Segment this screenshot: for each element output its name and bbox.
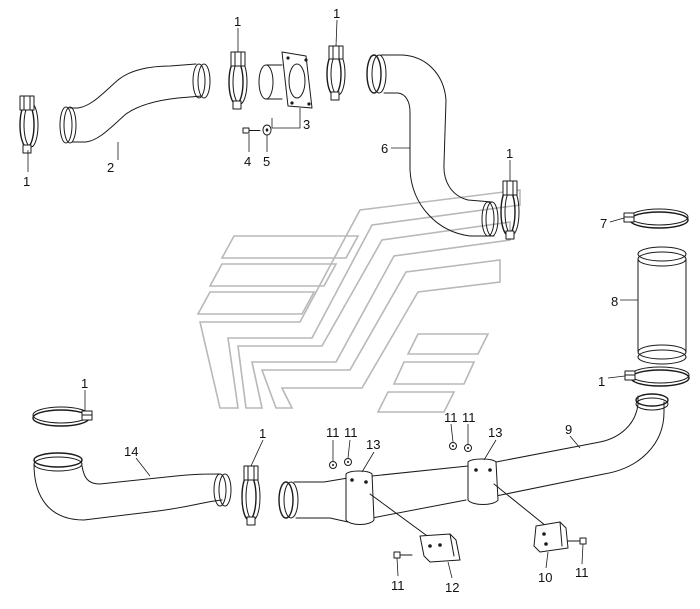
callout-part-5: 5 [263, 154, 270, 169]
callout-part-7: 7 [600, 216, 607, 231]
pipe-part-6 [366, 54, 499, 237]
flange-part-3 [258, 51, 313, 129]
bracket-part-10 [533, 521, 569, 569]
leader-lines [27, 19, 638, 477]
callout-part-11-f: 11 [575, 565, 589, 580]
bracket-part-13-right [467, 458, 547, 527]
callout-part-11-c: 11 [444, 410, 458, 425]
clamp-part-1-left [19, 95, 39, 154]
sleeve-part-8 [637, 246, 687, 365]
callout-part-1-lower-left: 1 [81, 376, 88, 391]
callout-part-4: 4 [244, 154, 251, 169]
pipe-part-9 [278, 393, 669, 523]
bolt-part-11-e [393, 551, 413, 577]
callout-part-13-left: 13 [366, 437, 380, 452]
clamp-part-7 [623, 208, 689, 229]
nut-part-11-d [464, 424, 472, 452]
callout-part-11-a: 11 [326, 425, 340, 440]
nut-part-11-b [344, 439, 352, 466]
nut-part-11-c [449, 423, 457, 450]
callout-part-1-lower-right: 1 [598, 374, 605, 389]
callout-part-12: 12 [445, 580, 459, 595]
pipe-part-2 [59, 63, 211, 144]
bolt-part-4 [242, 127, 261, 152]
callout-part-13-right: 13 [488, 425, 502, 440]
callout-part-2: 2 [107, 160, 114, 175]
callout-part-3: 3 [303, 117, 310, 132]
watermark-logo [196, 189, 521, 413]
clamp-part-1-right [500, 180, 520, 240]
callout-part-11-d: 11 [462, 410, 476, 425]
bracket-part-12 [419, 533, 461, 579]
washer-part-5 [262, 124, 272, 152]
callout-part-8: 8 [611, 294, 618, 309]
callout-part-1-bottom: 1 [259, 426, 266, 441]
callout-part-14: 14 [124, 444, 138, 459]
callout-part-11-e: 11 [391, 578, 405, 593]
callout-part-11-b: 11 [344, 425, 358, 440]
clamp-part-1-lower-left [32, 406, 93, 427]
bracket-part-13-left [345, 470, 431, 539]
bolt-part-11-f [567, 537, 587, 565]
callout-part-1-upper-a: 1 [234, 14, 241, 29]
callout-part-1-upper-b: 1 [333, 6, 340, 21]
callout-part-1-right: 1 [506, 146, 513, 161]
clamp-part-1-lower-right [624, 366, 690, 387]
callout-part-6: 6 [381, 141, 388, 156]
callout-labels: 1 1 1 1 1 1 1 2 3 4 5 6 7 8 9 10 11 11 1… [23, 6, 618, 595]
callout-part-10: 10 [538, 570, 552, 585]
pipe-part-14 [33, 452, 232, 521]
clamp-part-1-upper-a [228, 51, 248, 110]
nut-part-11-a [329, 440, 337, 469]
clamp-part-1-bottom [241, 465, 261, 526]
callout-part-9: 9 [565, 422, 572, 437]
clamp-part-1-upper-b [326, 45, 346, 101]
callout-part-1-left: 1 [23, 174, 30, 189]
